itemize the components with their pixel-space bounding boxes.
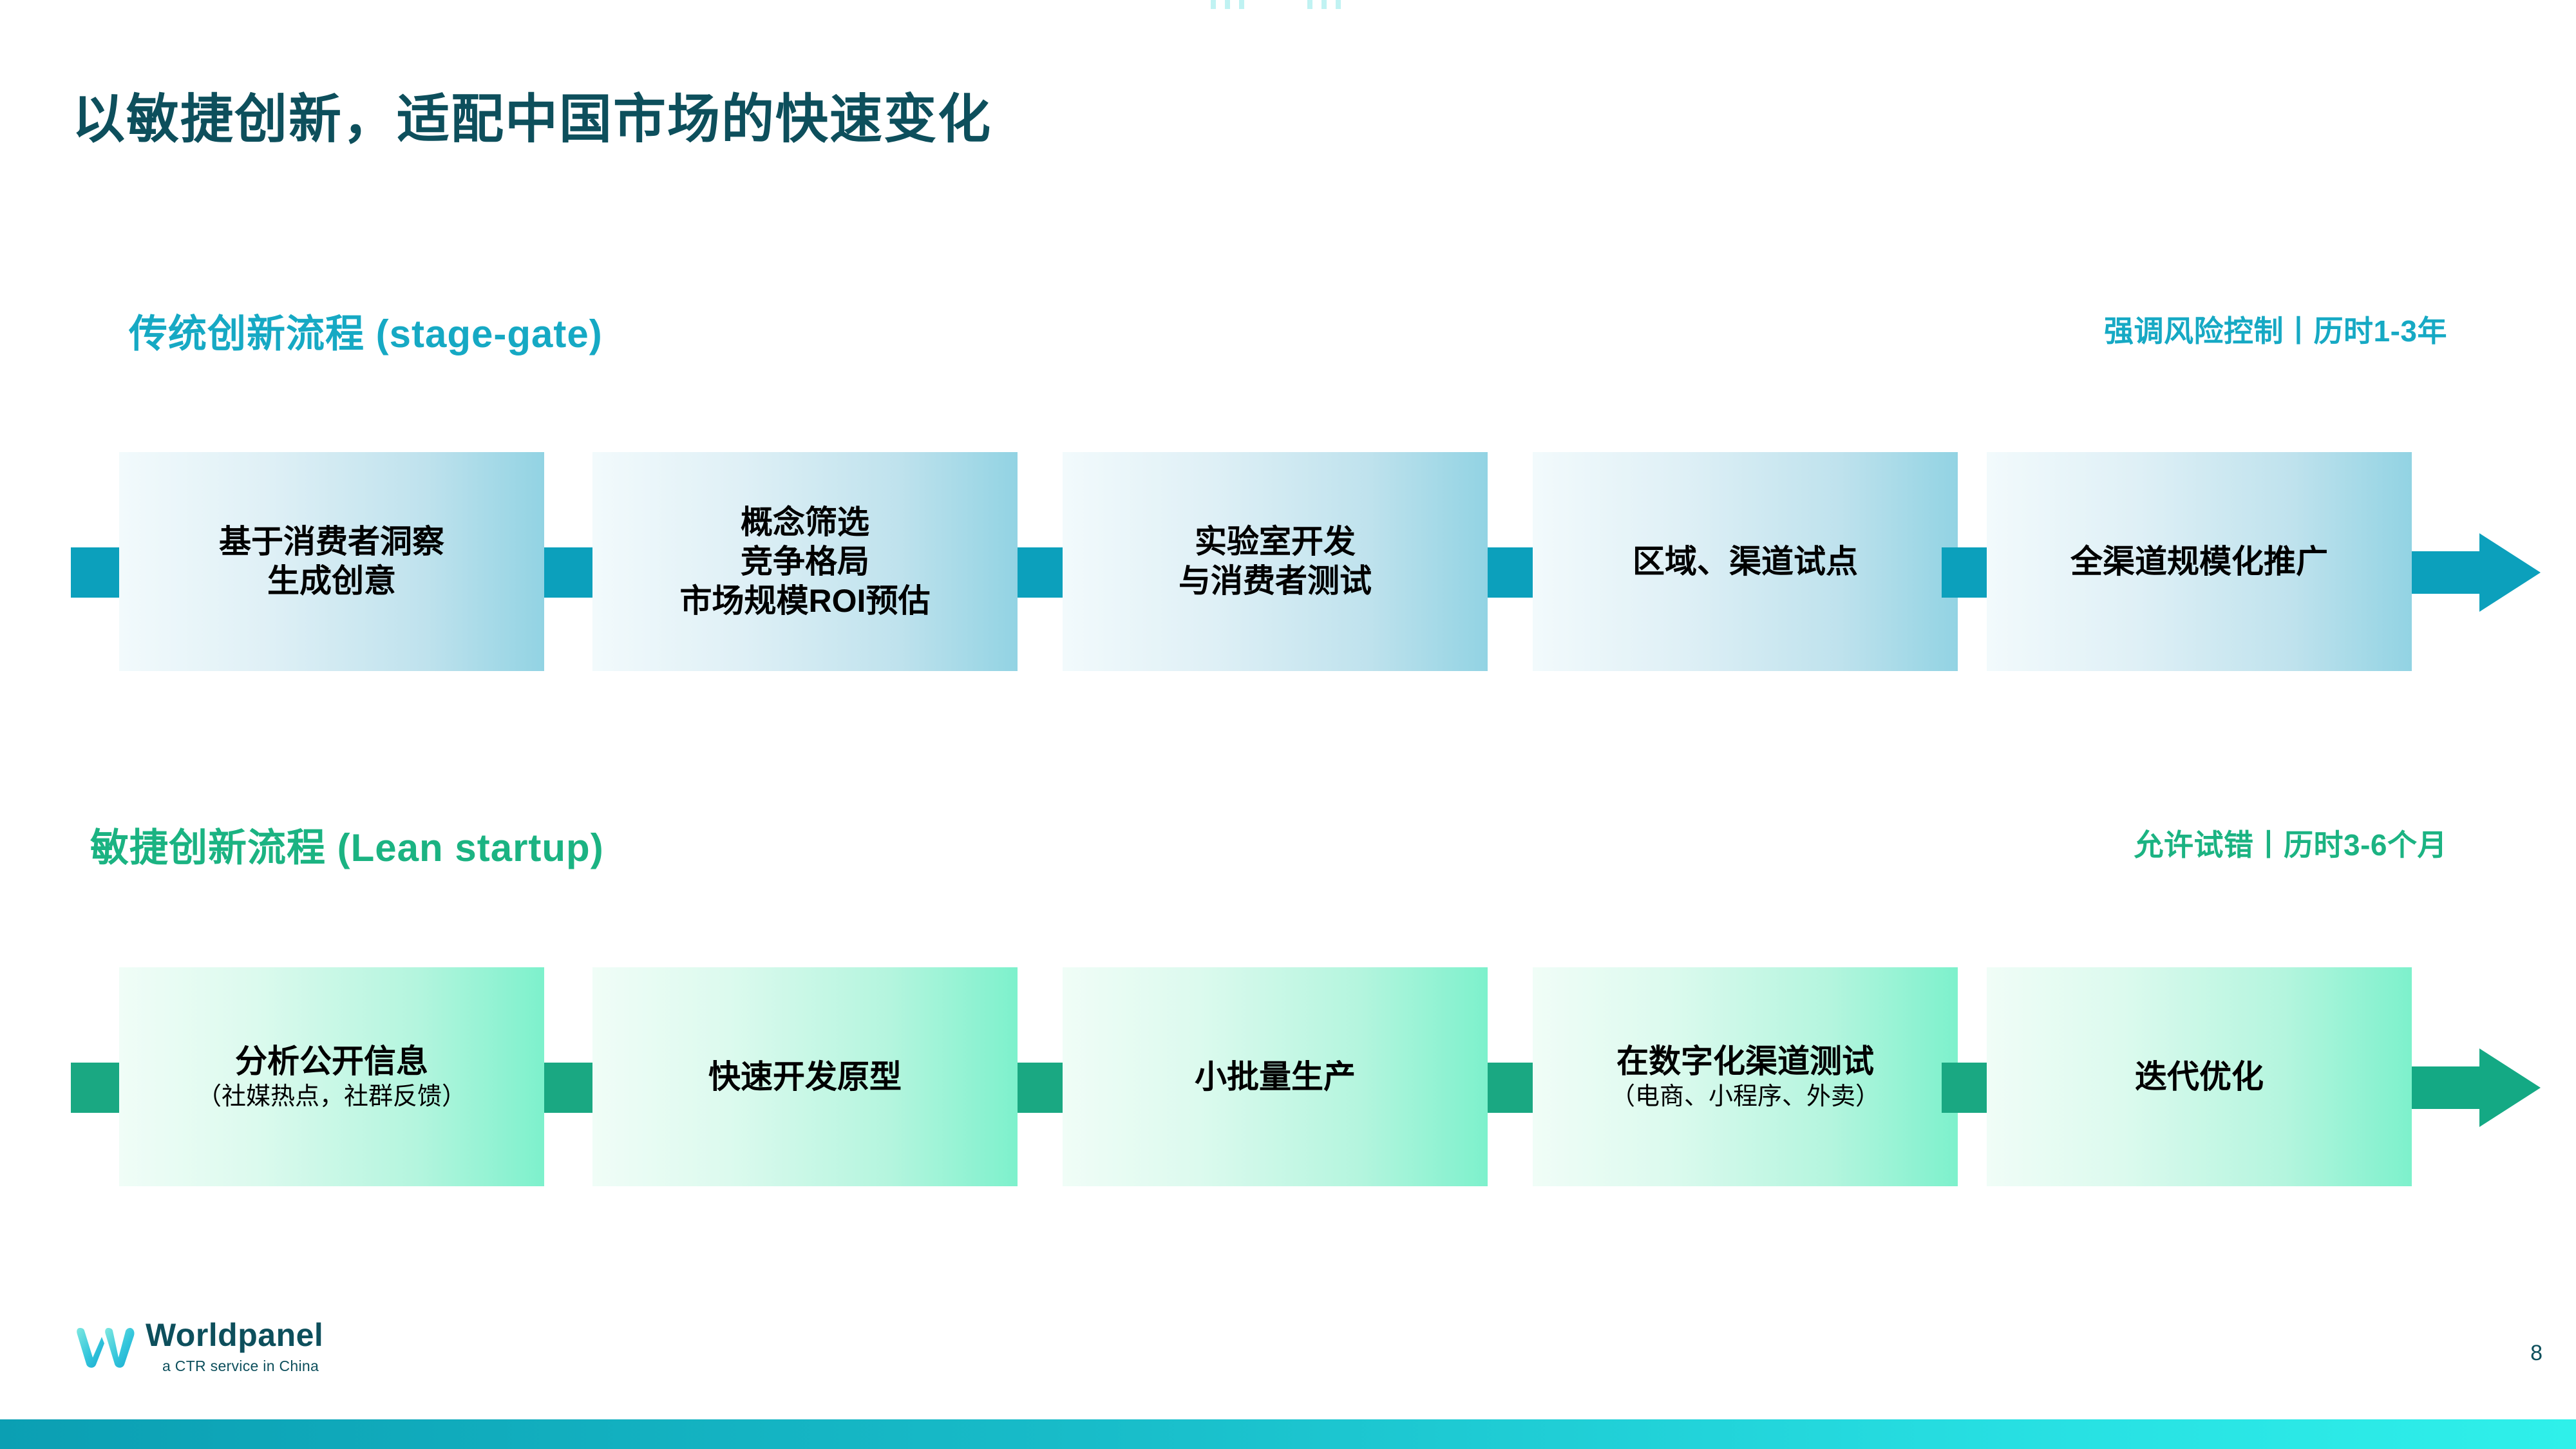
stage-box-3[interactable]: 实验室开发 与消费者测试 [1063, 452, 1488, 671]
stage-box-2[interactable]: 概念筛选 竞争格局 市场规模ROI预估 [592, 452, 1018, 671]
flow-end-arrow-icon [2412, 1048, 2541, 1127]
logo-text: Worldpanel a CTR service in China [146, 1319, 323, 1375]
stage-box-2[interactable]: 快速开发原型 [592, 967, 1018, 1186]
arrow-head [2479, 1048, 2541, 1127]
stage-subtitle: （电商、小程序、外卖） [1610, 1083, 1880, 1110]
page-number: 8 [2530, 1341, 2543, 1365]
stage-box-4[interactable]: 在数字化渠道测试 （电商、小程序、外卖） [1533, 967, 1958, 1186]
stage-box-1[interactable]: 基于消费者洞察 生成创意 [119, 452, 544, 671]
stage-box-1[interactable]: 分析公开信息 （社媒热点，社群反馈） [119, 967, 544, 1186]
stage-title: 快速开发原型 [708, 1058, 902, 1095]
page-title: 以敏捷创新，适配中国市场的快速变化 [72, 90, 992, 149]
flow-connector [1942, 1063, 1990, 1113]
stage-title: 在数字化渠道测试 [1616, 1043, 1874, 1079]
arrow-shaft [2412, 551, 2486, 594]
top-decoration [1211, 0, 1404, 10]
worldpanel-logo: Worldpanel a CTR service in China [76, 1319, 323, 1375]
arrow-shaft [2412, 1066, 2486, 1109]
flow-connector [544, 547, 592, 598]
section-agile-process: 敏捷创新流程 (Lean startup) 允许试错丨历时3-6个月 分析公开信… [0, 817, 2576, 1186]
flow-connector [71, 547, 119, 598]
stage-title: 实验室开发 与消费者测试 [1179, 524, 1372, 599]
flow-connector [1018, 1063, 1066, 1113]
logo-tagline: a CTR service in China [162, 1358, 319, 1374]
stage-title: 区域、渠道试点 [1633, 543, 1858, 580]
section-title-agile: 敏捷创新流程 (Lean startup) [90, 826, 604, 869]
stage-title: 分析公开信息 [235, 1043, 428, 1079]
bottom-accent-bar [0, 1419, 2576, 1449]
stage-subtitle: （社媒热点，社群反馈） [196, 1083, 466, 1110]
top-decoration-mark [1307, 0, 1346, 9]
stage-title: 小批量生产 [1195, 1058, 1356, 1095]
top-decoration-mark [1211, 0, 1249, 9]
flow-row-agile: 分析公开信息 （社媒热点，社群反馈） 快速开发原型 小批量生产 在数字化渠道测试… [0, 953, 2576, 1186]
stage-title: 基于消费者洞察 生成创意 [219, 524, 444, 599]
section-note-traditional: 强调风险控制丨历时1-3年 [2104, 314, 2447, 348]
arrow-head [2479, 533, 2541, 612]
worldpanel-w-icon [77, 1328, 135, 1368]
section-header: 传统创新流程 (stage-gate) 强调风险控制丨历时1-3年 [0, 303, 2576, 361]
stage-box-5[interactable]: 全渠道规模化推广 [1987, 452, 2412, 671]
stage-box-4[interactable]: 区域、渠道试点 [1533, 452, 1958, 671]
stage-box-5[interactable]: 迭代优化 [1987, 967, 2412, 1186]
stage-title: 全渠道规模化推广 [2070, 543, 2328, 580]
flow-connector [544, 1063, 592, 1113]
flow-connector [71, 1063, 119, 1113]
flow-connector [1942, 547, 1990, 598]
section-note-agile: 允许试错丨历时3-6个月 [2134, 828, 2447, 862]
section-traditional-process: 传统创新流程 (stage-gate) 强调风险控制丨历时1-3年 基于消费者洞… [0, 303, 2576, 671]
section-header: 敏捷创新流程 (Lean startup) 允许试错丨历时3-6个月 [0, 817, 2576, 875]
stage-title: 迭代优化 [2135, 1058, 2264, 1095]
stage-title: 概念筛选 竞争格局 市场规模ROI预估 [679, 504, 931, 619]
flow-connector [1488, 547, 1536, 598]
section-title-traditional: 传统创新流程 (stage-gate) [129, 312, 603, 355]
flow-connector [1018, 547, 1066, 598]
flow-row-traditional: 基于消费者洞察 生成创意 概念筛选 竞争格局 市场规模ROI预估 实验室开发 与… [0, 438, 2576, 671]
stage-box-3[interactable]: 小批量生产 [1063, 967, 1488, 1186]
logo-wordmark: Worldpanel [146, 1317, 324, 1353]
flow-end-arrow-icon [2412, 533, 2541, 612]
flow-connector [1488, 1063, 1536, 1113]
